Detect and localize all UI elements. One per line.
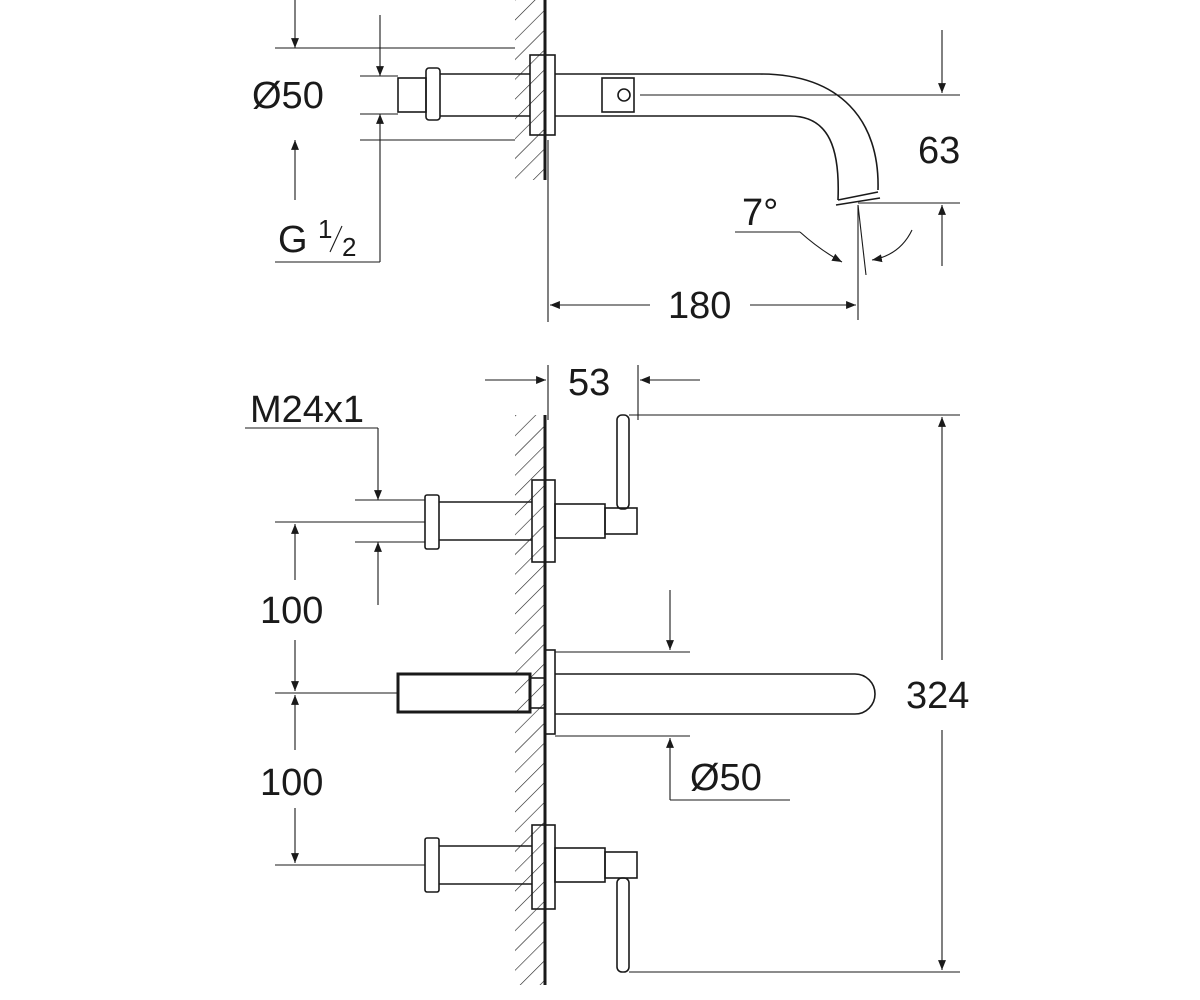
dim-length-label: 180 — [668, 285, 731, 327]
dim-thread-letter: G — [278, 219, 308, 261]
dim-length-top: 180 — [547, 140, 856, 327]
dim-height-top: 63 — [640, 30, 960, 266]
dim-spacing-lower-label: 100 — [260, 762, 323, 804]
spout-front — [396, 649, 876, 735]
dim-angle-label: 7° — [742, 192, 778, 234]
valve-body-top — [397, 54, 556, 136]
dim-thread-denominator: 2 — [342, 232, 356, 262]
lower-valve — [424, 824, 638, 973]
dim-diameter-front-label: Ø50 — [690, 757, 762, 799]
top-view: Ø50 G 1 2 7° 180 — [252, 0, 960, 327]
wall-top — [515, 0, 547, 180]
dim-diameter-top: Ø50 — [252, 15, 515, 200]
dim-thread-front: M24x1 — [245, 389, 425, 605]
front-view: 53 M24x1 100 100 — [245, 362, 969, 985]
dim-height-label: 63 — [918, 130, 960, 172]
dim-thread-top: G 1 2 — [275, 0, 381, 263]
dim-depth-front: 53 — [485, 362, 700, 420]
dim-total-height: 324 — [629, 414, 969, 973]
dim-spacing: 100 100 — [260, 521, 425, 866]
spout-top — [555, 73, 881, 206]
dim-diameter-label: Ø50 — [252, 75, 324, 117]
dim-diameter-front: Ø50 — [555, 590, 790, 801]
dim-thread-label: M24x1 — [250, 389, 364, 431]
dim-thread-numerator: 1 — [318, 214, 332, 244]
dim-total-height-label: 324 — [906, 675, 969, 717]
dim-angle-top: 7° — [735, 192, 913, 320]
dim-depth-label: 53 — [568, 362, 610, 404]
upper-valve — [424, 414, 638, 563]
dim-spacing-upper-label: 100 — [260, 590, 323, 632]
